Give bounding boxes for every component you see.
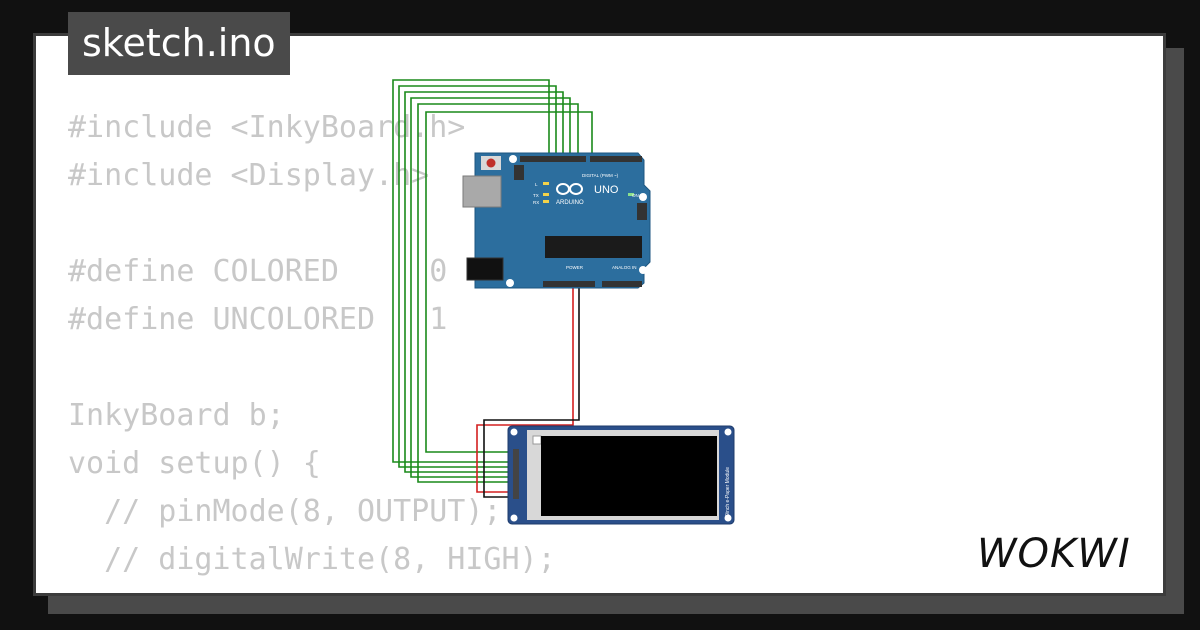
digital-pins-label: DIGITAL (PWM ~) — [582, 173, 619, 178]
epaper-pin-header — [513, 449, 519, 499]
code-line: void setup() { — [68, 446, 321, 481]
power-jack — [466, 257, 504, 281]
code-line: #include <Display.h> — [68, 158, 430, 193]
epaper-screen — [541, 436, 717, 516]
svg-text:WOKWI: WOKWI — [977, 531, 1131, 577]
arduino-uno-board[interactable]: UNO ARDUINO DIGITAL (PWM ~) POWER ANALOG… — [462, 152, 651, 289]
usb-connector — [462, 175, 502, 208]
analog-header — [602, 281, 642, 287]
atmega-chip — [545, 236, 642, 258]
wire-2 — [398, 85, 557, 468]
analog-pins-label: ANALOG IN — [612, 265, 637, 270]
wire-4 — [410, 97, 571, 478]
wire-ground — [483, 287, 580, 498]
wire-3 — [404, 91, 564, 473]
arduino-logo-icon — [556, 183, 583, 195]
code-line: } — [68, 584, 556, 593]
reset-button[interactable] — [486, 158, 496, 168]
code-line: #define UNCOLORED 1 — [68, 302, 448, 337]
led-label-rx: RX — [533, 200, 539, 205]
wire-6 — [425, 111, 593, 453]
board-brand-label: ARDUINO — [556, 200, 584, 206]
board-model-label: UNO — [594, 184, 619, 196]
digital-header — [520, 156, 586, 162]
sketch-filename: sketch.ino — [68, 12, 290, 75]
code-line: #define COLORED 0 — [68, 254, 448, 289]
power-pins-label: POWER — [566, 265, 584, 270]
code-line: // pinMode(8, OUTPUT); — [68, 494, 502, 529]
led-label-tx: TX — [533, 193, 539, 198]
epaper-display-module[interactable]: 2.9inch e-Paper Module — [507, 425, 735, 525]
epaper-module-label: 2.9inch e-Paper Module — [725, 467, 731, 520]
on-led-label: ON — [632, 193, 639, 198]
wire-5 — [417, 103, 579, 483]
signal-wires — [392, 79, 593, 483]
led-label-l: L — [535, 182, 538, 187]
wokwi-logo: WOKWI — [977, 531, 1131, 577]
code-line: // digitalWrite(8, HIGH); — [68, 542, 556, 577]
wire-1 — [392, 79, 550, 463]
power-header — [543, 281, 595, 287]
wire-power — [476, 287, 574, 493]
code-line: InkyBoard b; — [68, 398, 285, 433]
